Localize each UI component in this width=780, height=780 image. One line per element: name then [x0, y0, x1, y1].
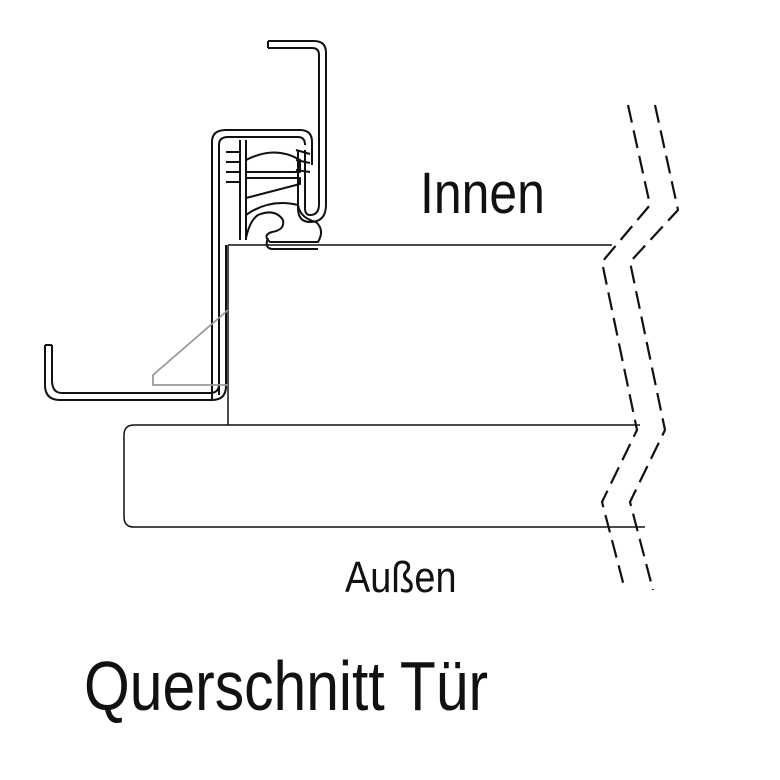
diagram-title: Querschnitt Tür — [84, 647, 489, 725]
lower-frame-sheet — [44, 245, 227, 401]
seal-gasket — [211, 129, 313, 400]
upper-frame-sheet — [268, 40, 327, 223]
door-leaf-lower — [123, 424, 645, 528]
outside-label: Außen — [345, 553, 457, 602]
break-lines — [600, 104, 680, 591]
inside-label: Innen — [420, 161, 545, 226]
helper-triangle — [152, 309, 229, 386]
